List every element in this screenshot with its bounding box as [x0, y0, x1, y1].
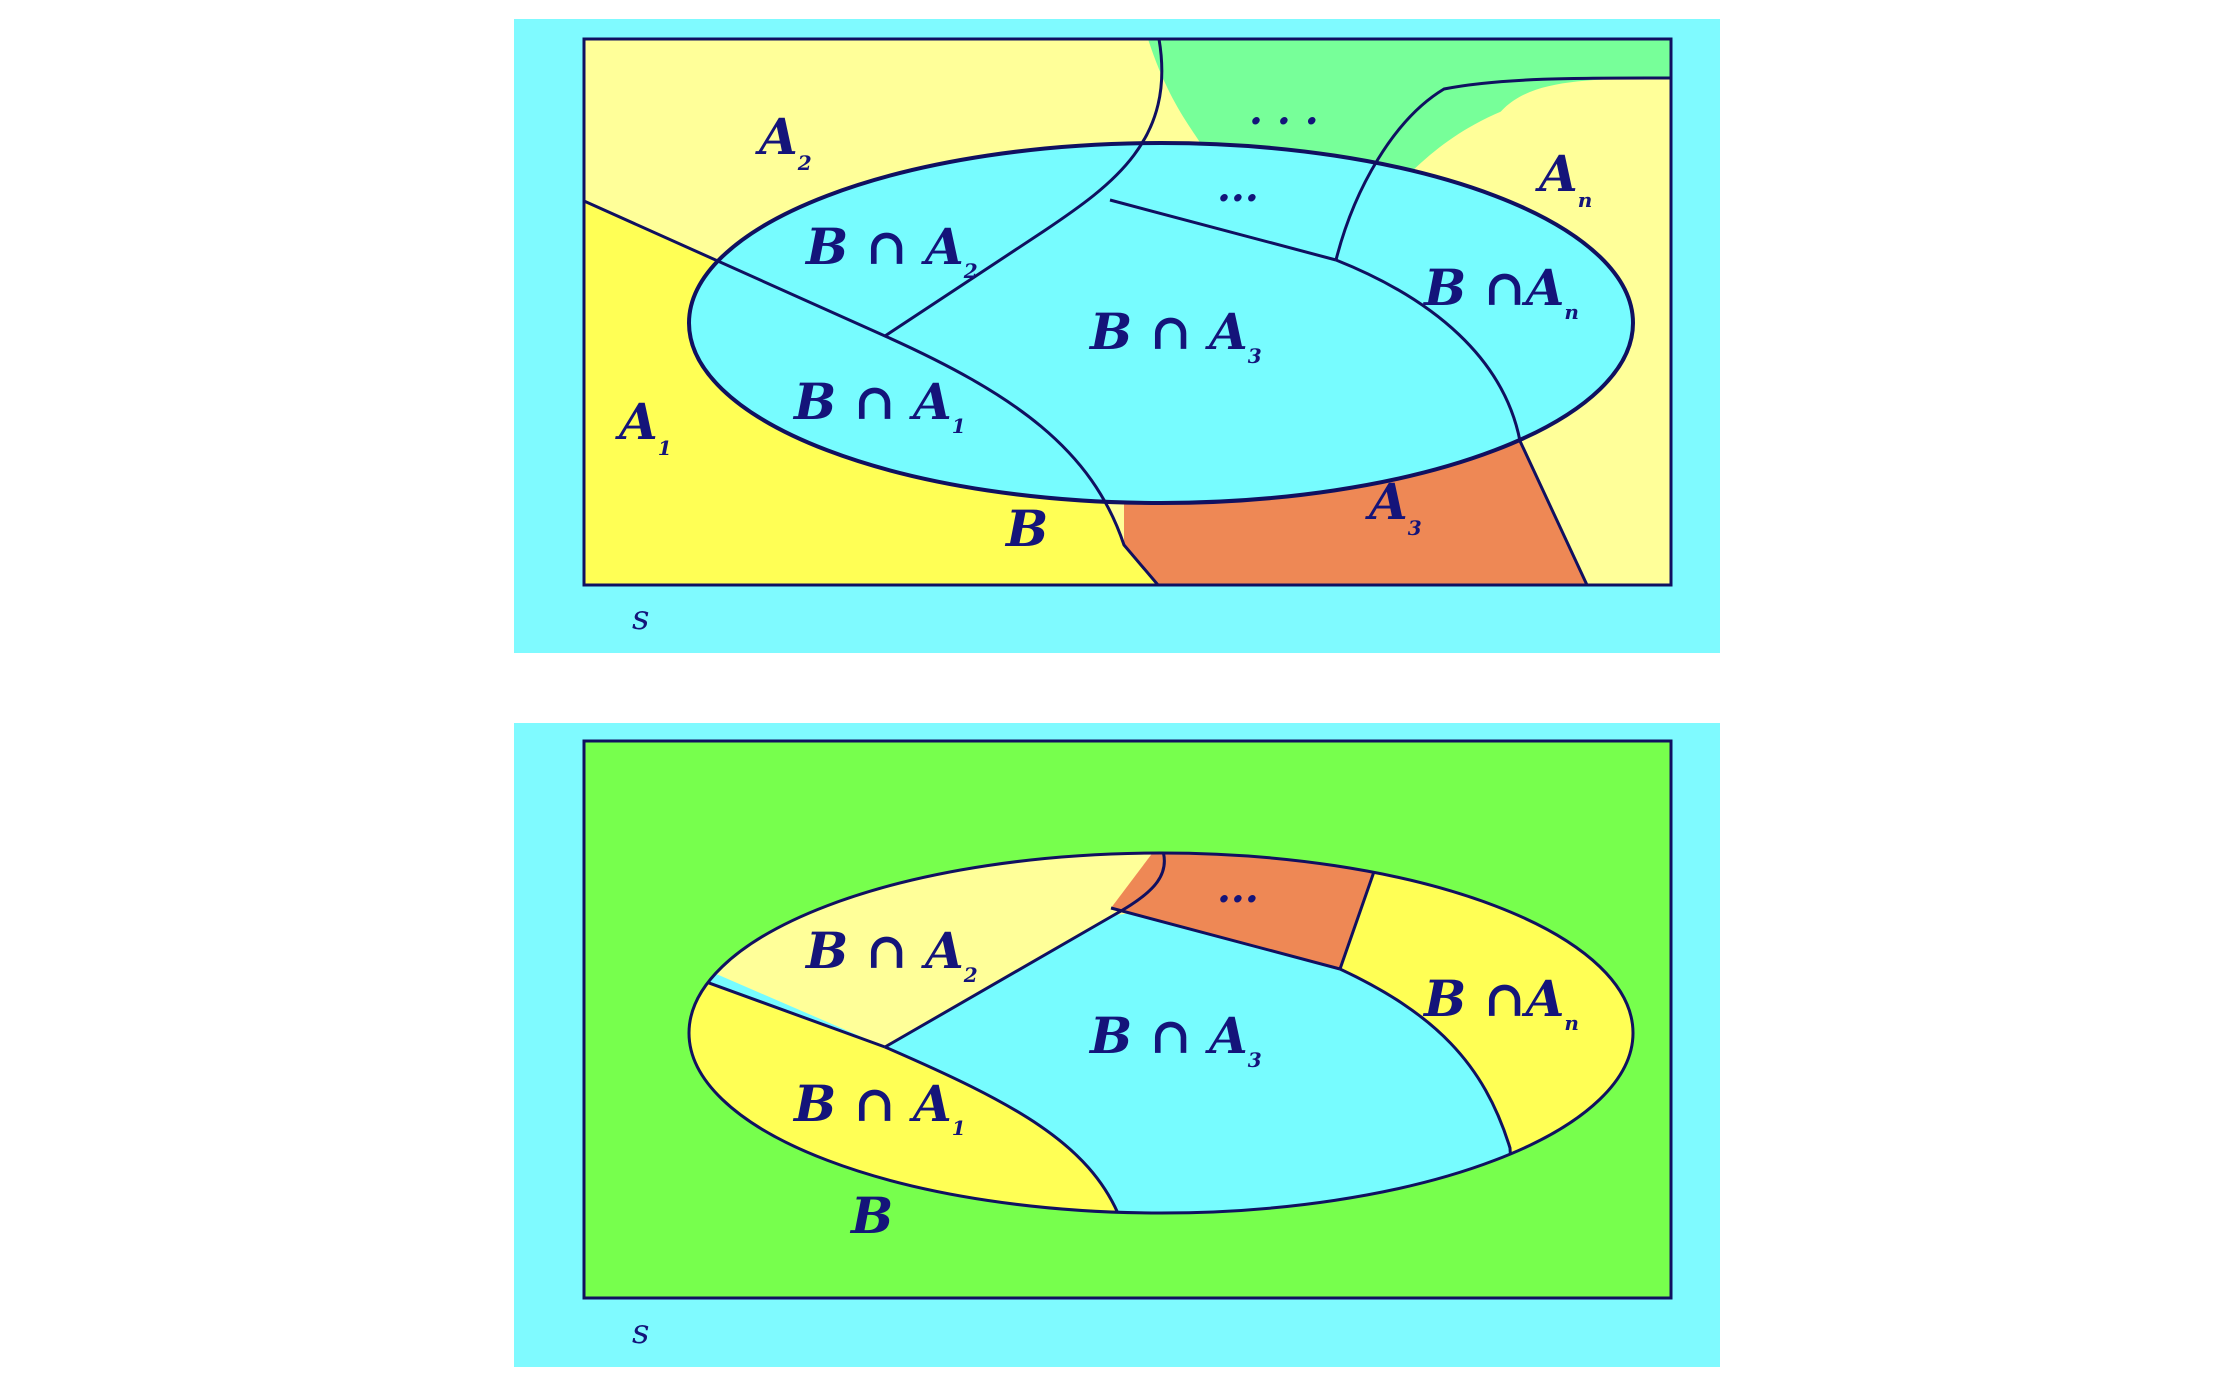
top-venn-diagram: A2 A1 A3 An · · · B s B ∩ A2 B ∩ A1 B ∩ …	[582, 37, 1673, 638]
boundary-a1-a2	[584, 199, 1160, 585]
boundary-b-a2-a3	[884, 853, 1166, 1049]
boundary-b-a3-an	[1339, 967, 1516, 1213]
label-an: An	[1535, 144, 1592, 212]
boundary-b-a3-dots	[1110, 906, 1341, 971]
boundary-a3-an	[1335, 258, 1589, 585]
label-b-a2: B ∩ A2	[804, 217, 978, 283]
set-b-outline	[687, 851, 1635, 1215]
boundary-a3-dots	[1109, 198, 1337, 262]
top-venn-panel: A2 A1 A3 An · · · B s B ∩ A2 B ∩ A1 B ∩ …	[514, 19, 1720, 653]
label-b-a3: B ∩ A3	[1088, 302, 1262, 368]
label-b-a3: B ∩ A3	[1088, 1006, 1262, 1072]
label-set-b: B	[1004, 499, 1048, 558]
region-b-dots	[1111, 853, 1384, 969]
label-inner-dots: ···	[1217, 175, 1259, 222]
label-a2: A2	[755, 107, 812, 175]
label-inner-dots: ···	[1217, 876, 1259, 923]
universe-frame	[582, 37, 1673, 587]
label-a1: A1	[615, 392, 672, 460]
label-b-an: B ∩An	[1422, 258, 1579, 324]
boundary-b-a1-a3	[884, 1045, 1122, 1213]
label-outer-dots: · · ·	[1249, 98, 1319, 145]
label-universe-s: s	[632, 1312, 649, 1352]
label-b-an: B ∩An	[1422, 969, 1579, 1035]
label-set-b: B	[849, 1186, 893, 1245]
label-b-a1: B ∩ A1	[792, 372, 966, 438]
boundary-dots-an	[1334, 76, 1671, 261]
set-b-ellipse	[687, 141, 1635, 505]
label-b-a1: B ∩ A1	[792, 1074, 966, 1140]
label-universe-s: s	[632, 598, 649, 638]
label-b-a2: B ∩ A2	[804, 921, 978, 987]
bottom-venn-panel: B ∩ A2 B ∩ A1 B ∩ A3 B ∩An ··· B s	[514, 723, 1720, 1367]
universe-frame	[582, 739, 1673, 1300]
bottom-venn-diagram: B ∩ A2 B ∩ A1 B ∩ A3 B ∩An ··· B s	[582, 739, 1673, 1352]
label-a3: A3	[1365, 472, 1422, 540]
region-dots-area	[1148, 39, 1671, 169]
boundary-a2-a3	[884, 39, 1164, 338]
